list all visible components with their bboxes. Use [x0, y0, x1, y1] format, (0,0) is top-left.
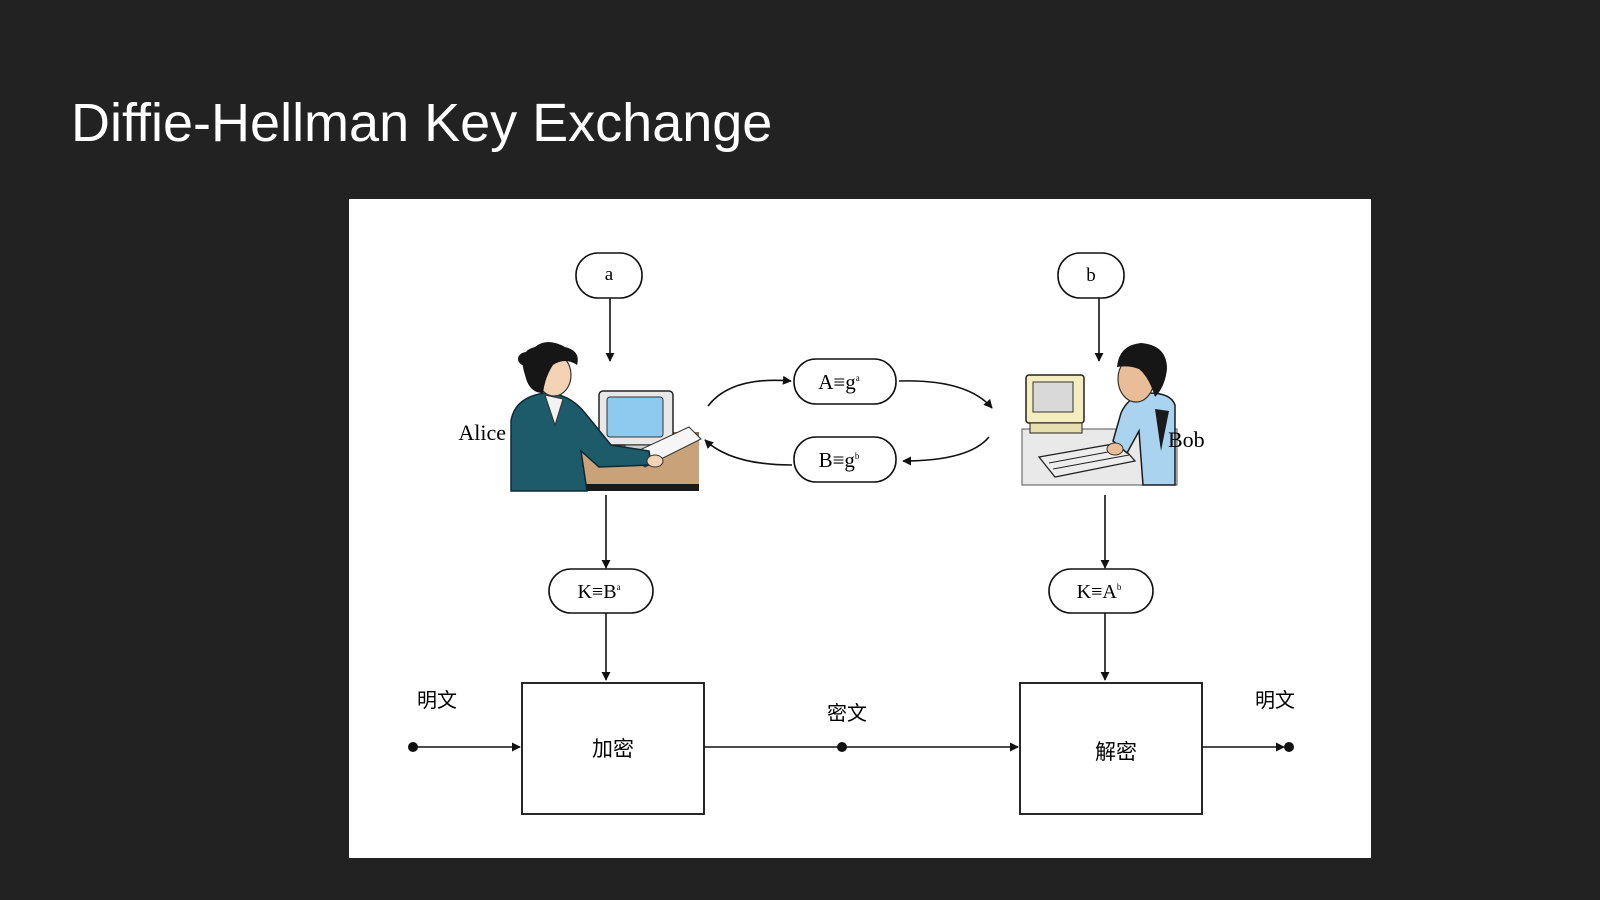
bob-illustration	[1021, 343, 1178, 486]
secret-a-node: a	[575, 252, 643, 299]
message-b-exponent: b	[855, 451, 860, 461]
arrow-bob-to-message-b	[902, 436, 990, 466]
svg-text:K≡Ba: K≡Ba	[577, 581, 620, 603]
svg-text:B≡gb: B≡gb	[819, 448, 860, 472]
diagram-canvas: a b Alice	[408, 252, 1295, 815]
svg-text:A≡ga: A≡ga	[818, 370, 860, 394]
message-b-node: B≡gb	[793, 436, 897, 483]
secret-b-label: b	[1086, 265, 1096, 286]
decrypt-label: 解密	[1095, 740, 1137, 764]
plaintext-in-label: 明文	[417, 688, 457, 712]
slide-title: Diffie-Hellman Key Exchange	[71, 93, 773, 153]
decrypt-box: 解密	[1019, 682, 1203, 815]
message-b-base: B≡g	[819, 448, 856, 472]
encrypt-box: 加密	[521, 682, 705, 815]
arrow-alice-to-message-a	[707, 375, 792, 407]
secret-b-node: b	[1057, 252, 1125, 299]
ciphertext-point	[837, 742, 847, 752]
bob-label: Bob	[1168, 427, 1205, 452]
alice-label: Alice	[458, 420, 506, 445]
plaintext-out-label: 明文	[1255, 688, 1295, 712]
message-a-base: A≡g	[818, 370, 856, 394]
ciphertext-label: 密文	[827, 701, 867, 725]
alice-key-base: K≡B	[577, 581, 616, 603]
message-a-exponent: a	[856, 373, 860, 383]
svg-text:K≡Ab: K≡Ab	[1077, 581, 1122, 603]
secret-a-label: a	[605, 264, 614, 285]
alice-key-exponent: a	[617, 582, 621, 592]
bob-key-base: K≡A	[1077, 581, 1118, 603]
encrypt-label: 加密	[592, 737, 634, 761]
plaintext-out-point	[1284, 742, 1294, 752]
diagram-panel: a b Alice	[349, 199, 1371, 858]
alice-shared-key-node: K≡Ba	[548, 568, 654, 614]
arrow-message-b-to-alice	[704, 439, 793, 466]
bob-shared-key-node: K≡Ab	[1048, 568, 1154, 614]
message-a-node: A≡ga	[793, 358, 897, 405]
bob-key-exponent: b	[1117, 582, 1122, 592]
alice-illustration	[510, 342, 702, 492]
arrow-message-a-to-bob	[898, 380, 993, 409]
